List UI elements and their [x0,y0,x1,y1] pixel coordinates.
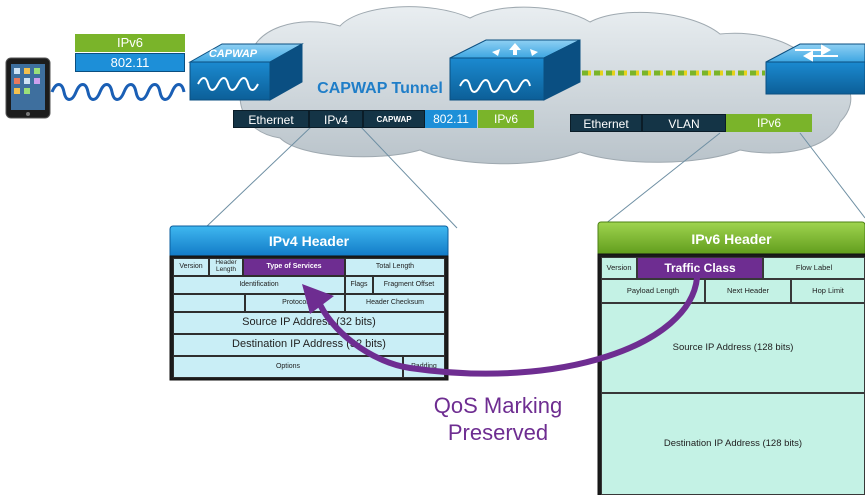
access-point-icon [188,43,304,101]
encap-right-vlan: VLAN [642,114,726,132]
ipv4-protocol: Protocol [245,294,345,312]
qos-marking-label: QoS Marking Preserved [398,392,598,446]
ipv4-padding: Padding [403,356,445,378]
ipv4-header-length: Header Length [209,258,243,276]
ipv6-fields: Version Traffic Class Flow Label Payload… [601,257,865,495]
wireless-controller-icon [449,39,581,101]
stack-ipv6-label: IPv6 [75,34,185,52]
ipv4-identification: Identification [173,276,345,294]
ipv6-header: IPv6 Header [598,222,865,256]
ipv6-version: Version [601,257,637,279]
encap-ipv6: IPv6 [478,110,534,128]
ipv6-hop-limit: Hop Limit [791,279,865,303]
ipv6-destination-address: Destination IP Address (128 bits) [601,393,865,495]
ipv4-ttl [173,294,245,312]
encap-right-ipv6: IPv6 [726,114,812,132]
ipv6-source-address: Source IP Address (128 bits) [601,303,865,393]
qos-label-line2: Preserved [447,420,549,445]
ipv6-next-header: Next Header [705,279,791,303]
tablet-icon [5,57,51,119]
switch-icon [765,43,865,95]
ipv4-header-title: IPv4 Header [268,233,350,249]
ipv4-total-length: Total Length [345,258,445,276]
wireless-link-icon [50,83,186,101]
ipv4-header: IPv4 Header [170,226,448,258]
ipv4-flags: Flags [345,276,373,294]
encap-right-ethernet: Ethernet [570,114,642,132]
ipv6-flow-label: Flow Label [763,257,865,279]
ipv6-payload-length: Payload Length [601,279,705,303]
encap-ethernet: Ethernet [233,110,309,128]
ipv4-version: Version [173,258,209,276]
ipv4-source-address: Source IP Address (32 bits) [173,312,445,334]
ipv4-type-of-services: Type of Services [243,258,345,276]
capwap-tunnel-label: CAPWAP Tunnel [317,80,443,97]
ipv6-header-title: IPv6 Header [691,231,772,247]
ipv4-options: Options [173,356,403,378]
ap-capwap-label: CAPWAP [208,48,258,60]
connector-lines [204,125,865,229]
encap-ipv4: IPv4 [309,110,363,128]
ipv4-fragment-offset: Fragment Offset [373,276,445,294]
encap-capwap: CAPWAP [363,110,425,128]
ipv4-fields: Version Header Length Type of Services T… [173,258,445,378]
ipv6-traffic-class: Traffic Class [637,257,763,279]
ipv4-destination-address: Destination IP Address (32 bits) [173,334,445,356]
ipv4-header-checksum: Header Checksum [345,294,445,312]
qos-label-line1: QoS Marking [433,393,563,418]
stack-80211-label: 802.11 [75,53,185,72]
encap-80211: 802.11 [425,110,477,128]
